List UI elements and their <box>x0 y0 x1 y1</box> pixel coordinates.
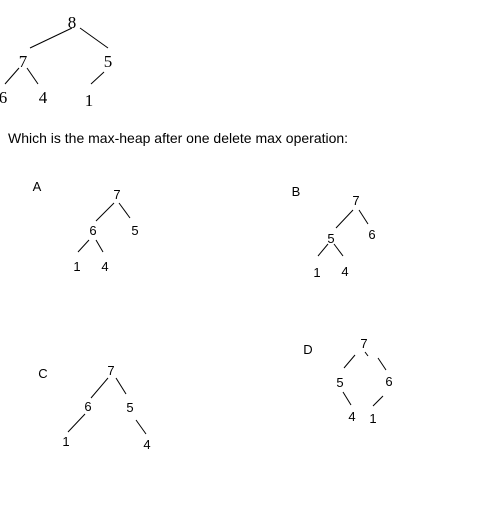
option-d: D 7 5 6 4 1 <box>303 336 392 426</box>
option-d-node-right-child: 1 <box>369 411 376 426</box>
option-a-label: A <box>33 179 42 194</box>
option-a: A 7 6 5 1 4 <box>33 179 139 274</box>
edge-a-6-1 <box>77 239 90 253</box>
edge-8-5 <box>79 27 109 49</box>
edge-c-6-1 <box>67 413 86 433</box>
edge-d-7-6 <box>377 357 387 371</box>
edge-d-5-4 <box>342 391 352 406</box>
edge-c-7-5 <box>115 377 127 395</box>
edge-7-6 <box>4 67 20 85</box>
option-c-node-left-left: 1 <box>62 434 69 449</box>
option-b: B 7 5 6 1 4 <box>292 184 376 280</box>
option-b-node-left-left: 1 <box>313 265 320 280</box>
edge-c-5-4 <box>135 419 147 435</box>
edge-a-7-5 <box>118 202 131 219</box>
option-b-node-right: 6 <box>368 227 375 242</box>
option-c-node-right: 5 <box>126 400 133 415</box>
option-b-node-root: 7 <box>352 193 359 208</box>
edge-d-6-1 <box>372 395 384 407</box>
option-b-node-left-right: 4 <box>341 264 348 279</box>
edge-c-7-6 <box>90 377 109 399</box>
edge-a-7-6 <box>95 202 115 222</box>
option-d-node-left-child: 4 <box>348 409 355 424</box>
edge-b-5-1 <box>317 243 329 257</box>
option-c-label: C <box>38 366 47 381</box>
option-a-node-right: 5 <box>131 223 138 238</box>
option-d-node-root: 7 <box>360 336 367 351</box>
option-d-node-right: 6 <box>385 374 392 389</box>
option-a-node-left-left: 1 <box>73 259 80 274</box>
option-a-node-left: 6 <box>89 223 96 238</box>
edge-7-4 <box>26 67 39 85</box>
original-node-root: 8 <box>68 13 77 32</box>
option-c-node-right-right: 4 <box>143 437 150 452</box>
option-a-node-root: 7 <box>113 187 120 202</box>
option-c-node-root: 7 <box>107 363 114 378</box>
edge-d-7-mark <box>364 351 369 357</box>
edge-d-7-5 <box>343 354 356 369</box>
original-node-left-left: 6 <box>0 88 7 107</box>
option-d-node-left: 5 <box>336 375 343 390</box>
option-b-node-left: 5 <box>327 231 334 246</box>
original-node-right: 5 <box>104 52 113 71</box>
edge-b-5-4 <box>333 243 344 257</box>
edge-b-7-6 <box>358 209 369 225</box>
question-text: Which is the max-heap after one delete m… <box>8 130 348 146</box>
edge-a-6-4 <box>95 239 104 253</box>
original-heap: 8 7 5 6 4 1 <box>0 13 112 110</box>
edge-b-7-5 <box>335 209 354 229</box>
original-node-left: 7 <box>19 52 28 71</box>
option-c: C 7 6 5 1 4 <box>38 363 150 452</box>
option-a-node-left-right: 4 <box>101 259 108 274</box>
option-b-label: B <box>292 184 301 199</box>
option-c-node-left: 6 <box>84 399 91 414</box>
original-node-right-left: 1 <box>85 91 94 110</box>
edge-5-1 <box>90 71 105 85</box>
edge-8-7 <box>29 27 73 49</box>
option-d-label: D <box>303 342 312 357</box>
original-node-left-right: 4 <box>39 88 48 107</box>
